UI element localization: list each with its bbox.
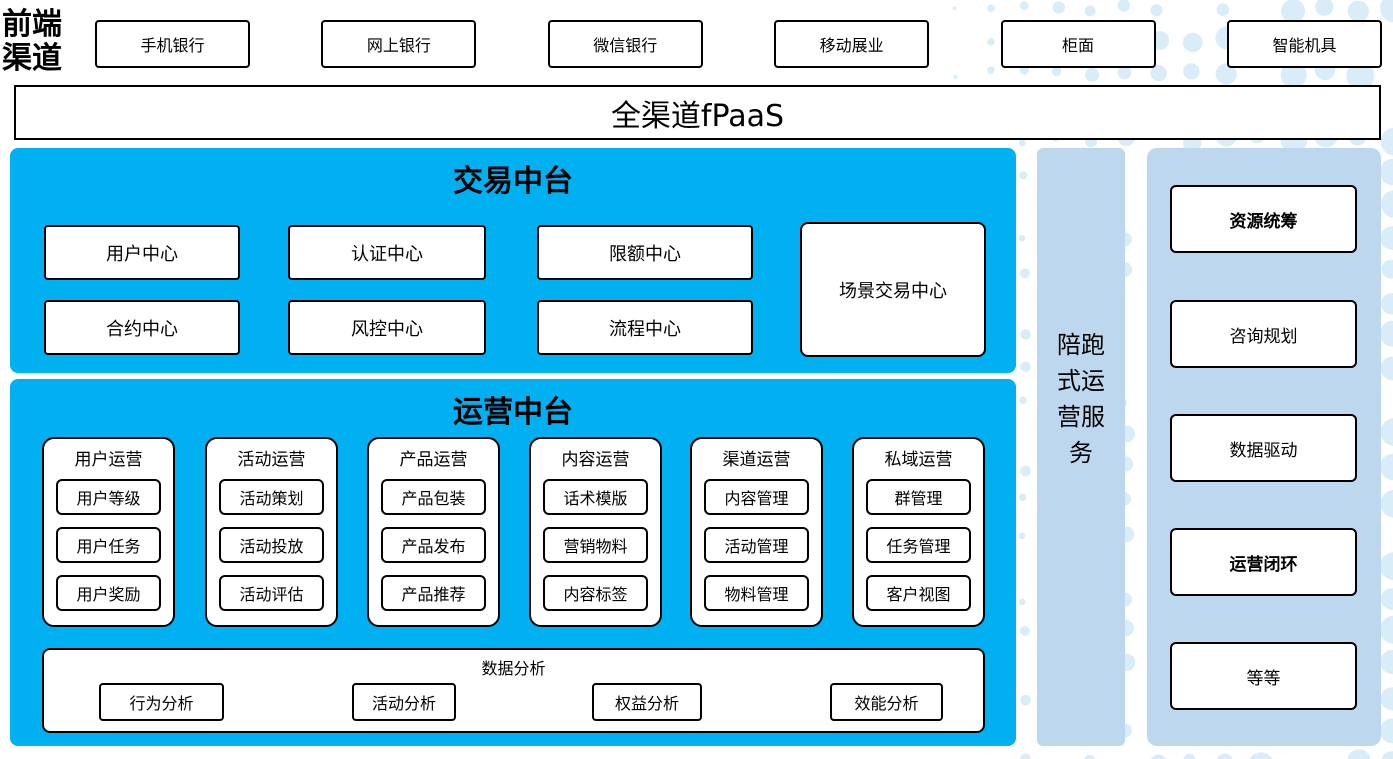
ops-item: 用户奖励 — [56, 575, 161, 611]
ops-item: 产品发布 — [381, 527, 486, 563]
channel-smart-devices: 智能机具 — [1226, 20, 1382, 68]
center-scene-trade: 场景交易中心 — [800, 222, 986, 357]
right-service-panel: 资源统筹 咨询规划 数据驱动 运营闭环 等等 — [1147, 148, 1381, 746]
center-contract: 合约中心 — [44, 300, 240, 355]
ops-column-product: 产品运营 产品包装 产品发布 产品推荐 — [367, 437, 500, 627]
ops-platform-section: 运营中台 用户运营 用户等级 用户任务 用户奖励 活动运营 活动策划 活动投放 … — [10, 379, 1016, 746]
channel-mobile-banking: 手机银行 — [95, 20, 250, 68]
analytics-activity: 活动分析 — [352, 683, 456, 721]
panel-resource-planning: 资源统筹 — [1170, 185, 1357, 253]
channel-wechat-banking: 微信银行 — [547, 20, 703, 68]
ops-item: 产品推荐 — [381, 575, 486, 611]
side-service-bar: 陪跑式运营服务 — [1037, 148, 1125, 746]
ops-column-activity: 活动运营 活动策划 活动投放 活动评估 — [205, 437, 338, 627]
ops-item: 客户视图 — [866, 575, 971, 611]
data-analytics-box: 数据分析 行为分析 活动分析 权益分析 效能分析 — [42, 648, 985, 733]
frontend-channels-label: 前端渠道 — [2, 7, 62, 76]
center-auth: 认证中心 — [288, 225, 486, 280]
panel-etc: 等等 — [1170, 642, 1357, 710]
ops-item: 活动评估 — [219, 575, 324, 611]
channel-online-banking: 网上银行 — [321, 20, 477, 68]
center-user: 用户中心 — [44, 225, 240, 280]
ops-column-content: 内容运营 话术模版 营销物料 内容标签 — [529, 437, 662, 627]
channel-mobile-outreach: 移动展业 — [774, 20, 930, 68]
ops-column-user: 用户运营 用户等级 用户任务 用户奖励 — [42, 437, 175, 627]
ops-item: 活动投放 — [219, 527, 324, 563]
panel-ops-loop: 运营闭环 — [1170, 528, 1357, 596]
ops-item: 群管理 — [866, 479, 971, 515]
center-limit: 限额中心 — [537, 225, 753, 280]
ops-column-channel: 渠道运营 内容管理 活动管理 物料管理 — [690, 437, 823, 627]
channels-row: 手机银行 网上银行 微信银行 移动展业 柜面 智能机具 — [95, 20, 1382, 68]
analytics-behavior: 行为分析 — [99, 683, 224, 721]
analytics-efficiency: 效能分析 — [830, 683, 943, 721]
center-process: 流程中心 — [537, 300, 753, 355]
side-service-label: 陪跑式运营服务 — [1057, 331, 1105, 467]
ops-item: 活动管理 — [704, 527, 809, 563]
ops-platform-title: 运营中台 — [453, 395, 573, 430]
ops-column-title: 活动运营 — [237, 450, 306, 470]
ops-item: 产品包装 — [381, 479, 486, 515]
omni-channel-fpaas-bar: 全渠道fPaaS — [14, 85, 1381, 140]
data-analytics-title: 数据分析 — [481, 659, 546, 678]
ops-item: 活动策划 — [219, 479, 324, 515]
ops-column-title: 内容运营 — [561, 450, 630, 470]
ops-column-title: 产品运营 — [399, 450, 468, 470]
ops-column-title: 渠道运营 — [722, 450, 791, 470]
ops-item: 用户任务 — [56, 527, 161, 563]
ops-item: 用户等级 — [56, 479, 161, 515]
ops-column-private-domain: 私域运营 群管理 任务管理 客户视图 — [852, 437, 985, 627]
analytics-benefit: 权益分析 — [592, 683, 702, 721]
panel-consulting: 咨询规划 — [1170, 300, 1357, 368]
trade-platform-section: 交易中台 用户中心 认证中心 限额中心 合约中心 风控中心 流程中心 场景交易中… — [10, 148, 1016, 373]
channel-counter: 柜面 — [1000, 20, 1156, 68]
ops-item: 营销物料 — [543, 527, 648, 563]
ops-item: 物料管理 — [704, 575, 809, 611]
ops-item: 话术模版 — [543, 479, 648, 515]
ops-item: 任务管理 — [866, 527, 971, 563]
center-risk: 风控中心 — [288, 300, 486, 355]
ops-item: 内容管理 — [704, 479, 809, 515]
ops-column-title: 私域运营 — [884, 450, 953, 470]
panel-data-driven: 数据驱动 — [1170, 414, 1357, 482]
trade-platform-title: 交易中台 — [453, 164, 573, 199]
ops-column-title: 用户运营 — [74, 450, 143, 470]
ops-item: 内容标签 — [543, 575, 648, 611]
